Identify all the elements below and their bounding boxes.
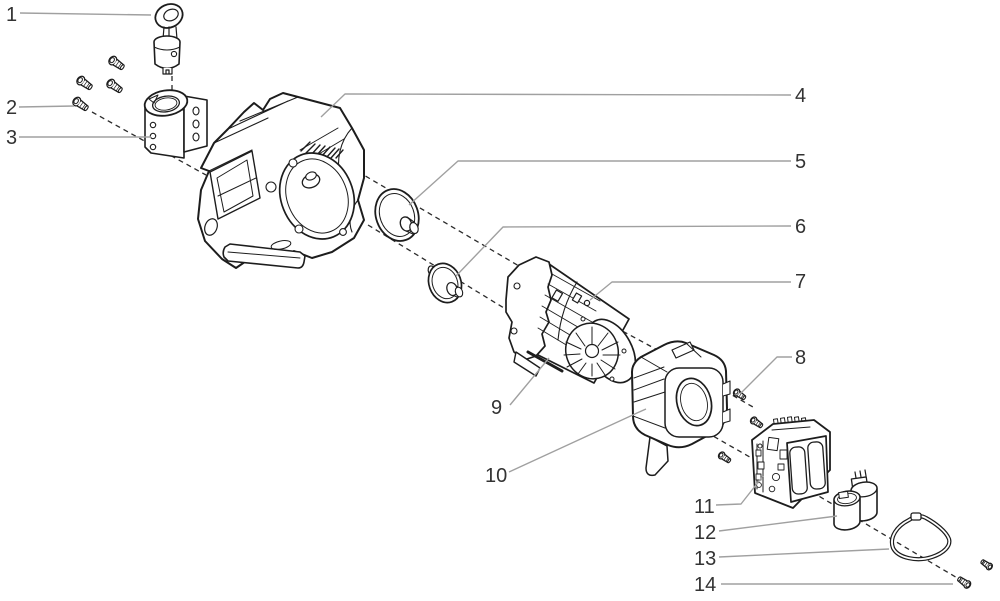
callout-6: 6 [795, 216, 806, 238]
large-gear-drawing [368, 183, 426, 247]
callout-labels: 1 2 3 4 5 6 7 8 9 10 11 12 13 14 [6, 4, 806, 596]
callout-10: 10 [485, 465, 507, 487]
capacitor-drawing [833, 470, 878, 530]
callout-12: 12 [694, 522, 716, 544]
callout-3: 3 [6, 127, 17, 149]
callout-14: 14 [694, 574, 716, 596]
end-screws-drawing [955, 557, 995, 591]
callout-9: 9 [491, 397, 502, 419]
pump-clamp-drawing [143, 87, 207, 158]
connecting-rod-drawing [152, 0, 187, 74]
callout-8: 8 [795, 347, 806, 369]
callout-7: 7 [795, 271, 806, 293]
fan-shroud-drawing [632, 341, 730, 475]
callout-5: 5 [795, 151, 806, 173]
control-board-drawing [752, 417, 830, 508]
gearbox-housing-drawing [198, 93, 367, 268]
motor-drawing [506, 257, 646, 391]
callout-2: 2 [6, 97, 17, 119]
leader-lines [19, 13, 953, 584]
callout-4: 4 [795, 85, 806, 107]
callout-13: 13 [694, 548, 716, 570]
callout-1: 1 [6, 4, 17, 26]
small-gear-drawing [423, 259, 467, 308]
screw-set-drawing [70, 54, 127, 114]
gasket-drawing [892, 513, 949, 559]
callout-11: 11 [694, 496, 715, 518]
